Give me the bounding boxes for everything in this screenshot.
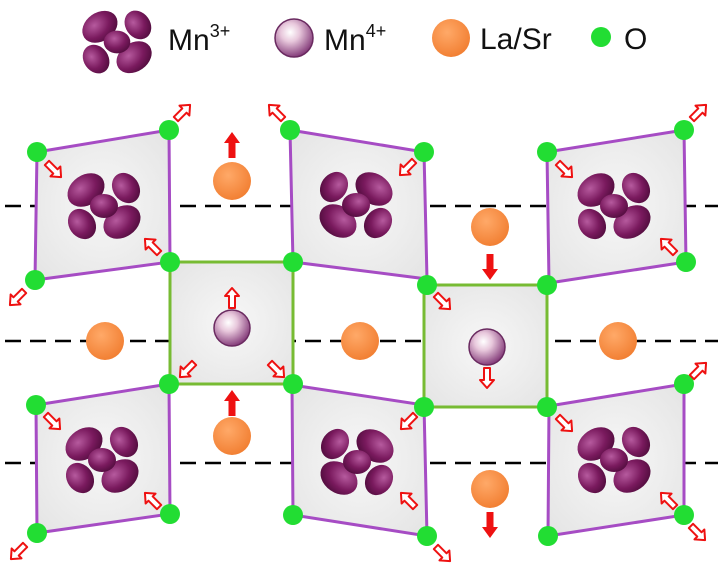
- oxygen-atom: [674, 120, 694, 140]
- oxygen-atom: [283, 505, 303, 525]
- la-sr-ions: [86, 162, 637, 508]
- oxygen-atom: [160, 252, 180, 272]
- oxygen-atom: [283, 374, 303, 394]
- displacement-arrow-icon: [3, 284, 31, 312]
- oxygen-atom: [537, 142, 557, 162]
- oxygen-atom: [280, 120, 300, 140]
- mn4-ion: [468, 328, 506, 366]
- oxygen-atom: [283, 252, 303, 272]
- oxygen-atom: [674, 505, 694, 525]
- displacement-arrow-icon: [169, 98, 197, 126]
- oxygen-atom: [414, 142, 434, 162]
- oxygen-atom: [674, 374, 694, 394]
- oxygen-atom: [27, 142, 47, 162]
- legend-mn3-orbital-icon: [76, 4, 158, 80]
- oxygen-atom: [160, 504, 180, 524]
- mn4-ions: [213, 309, 506, 366]
- legend-mn4-icon: [274, 18, 314, 58]
- legend-mn3-label: Mn3+: [168, 21, 230, 57]
- la-sr-ion: [471, 208, 509, 246]
- la-sr-ion: [213, 417, 251, 455]
- oxygen-atom: [25, 270, 45, 290]
- oxygen-atom: [159, 374, 179, 394]
- displacement-arrow-icon: [685, 98, 713, 126]
- displacement-arrow-icon: [4, 538, 32, 566]
- displacement-arrow-icon: [429, 540, 457, 568]
- displacement-arrow-icon: [262, 98, 290, 126]
- la-sr-ion: [599, 322, 637, 360]
- oxygen-atoms: [25, 120, 696, 546]
- la-sr-ion: [213, 162, 251, 200]
- legend-la-sr-label: La/Sr: [480, 23, 552, 56]
- la-sr-arrow-down-icon: [482, 254, 498, 280]
- la-sr-ion: [471, 470, 509, 508]
- la-sr-arrow-up-icon: [224, 132, 240, 158]
- displacement-arrow-icon: [684, 519, 712, 547]
- la-sr-arrow-down-icon: [482, 512, 498, 538]
- la-sr-ion: [341, 322, 379, 360]
- oxygen-atom: [537, 397, 557, 417]
- mn4-ion: [213, 309, 251, 347]
- oxygen-atom: [417, 526, 437, 546]
- legend-oxygen-icon: [591, 27, 611, 47]
- oxygen-atom: [27, 523, 47, 543]
- la-sr-ion: [86, 322, 124, 360]
- legend-la-sr-icon: [432, 19, 470, 57]
- oxygen-atom: [537, 275, 557, 295]
- la-sr-arrow-up-icon: [224, 390, 240, 416]
- oxygen-atom: [417, 275, 437, 295]
- legend-mn4-label: Mn4+: [324, 21, 386, 57]
- oxygen-atom: [159, 120, 179, 140]
- oxygen-atom: [676, 252, 696, 272]
- oxygen-atom: [414, 397, 434, 417]
- oxygen-atom: [538, 526, 558, 546]
- oxygen-atom: [26, 395, 46, 415]
- legend-oxygen-label: O: [624, 23, 647, 56]
- legend: Mn3+ Mn4+ La/Sr O: [76, 4, 647, 80]
